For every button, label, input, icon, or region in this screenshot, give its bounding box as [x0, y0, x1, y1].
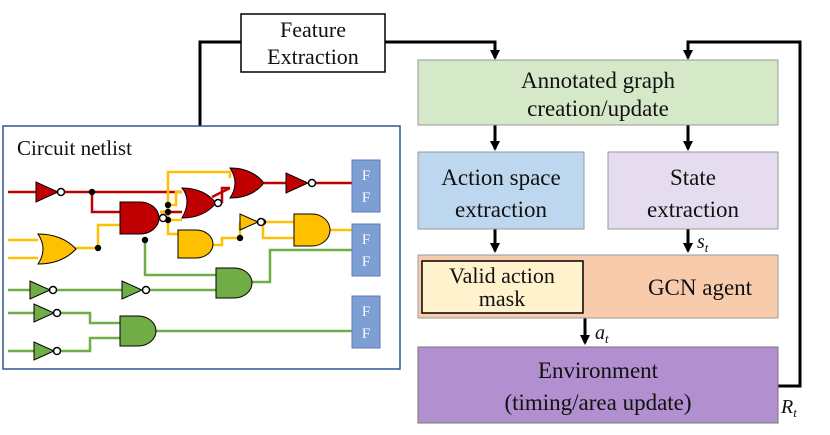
red-inverter-icon — [285, 172, 317, 194]
green-wires — [8, 240, 352, 353]
red-nand-gate-icon — [119, 201, 168, 235]
green-and-gate-icon — [215, 267, 253, 299]
gcn-agent-label: GCN agent — [648, 275, 753, 300]
feature-extraction-line2: Extraction — [267, 44, 359, 69]
environment-box: Environment (timing/area update) — [417, 346, 779, 424]
action-space-line2: extraction — [455, 197, 547, 222]
feature-extraction-line1: Feature — [280, 17, 346, 42]
gcn-agent-box: Valid action mask GCN agent — [417, 254, 779, 319]
action-space-line1: Action space — [441, 165, 560, 190]
svg-text:F: F — [362, 232, 370, 248]
valid-action-mask-box — [421, 260, 584, 314]
flip-flop-1: F F — [351, 159, 381, 213]
feature-extraction-box: Feature Extraction — [240, 13, 386, 73]
annotated-graph-box: Annotated graph creation/update — [417, 59, 779, 126]
green-inverter-icon — [33, 341, 62, 361]
green-and-gate-icon — [119, 315, 157, 347]
action-signal-label: at — [595, 322, 609, 346]
annotated-graph-line2: creation/update — [527, 96, 669, 121]
svg-text:F: F — [362, 190, 370, 206]
yellow-and-gate-icon — [293, 213, 331, 247]
yellow-wires — [8, 170, 352, 260]
annotated-graph-line1: Annotated graph — [521, 68, 675, 93]
state-extraction-box: State extraction — [607, 151, 779, 230]
svg-text:F: F — [362, 168, 370, 184]
connectors — [198, 40, 802, 388]
flip-flop-3: F F — [351, 295, 381, 349]
feature-to-graph-arrow — [385, 40, 500, 60]
action-space-box: Action space extraction — [417, 151, 585, 230]
yellow-or-gate-icon — [37, 233, 77, 265]
yellow-and-gate-icon — [177, 229, 214, 259]
reward-signal-label: Rt — [780, 396, 797, 420]
green-inverter-icon — [29, 280, 58, 300]
yellow-buffer-icon — [239, 213, 266, 231]
flip-flop-2: F F — [351, 223, 381, 277]
state-signal-label: st — [697, 231, 709, 255]
state-extraction-line1: State — [670, 165, 716, 190]
environment-line2: (timing/area update) — [504, 390, 691, 415]
valid-action-mask-line2: mask — [479, 286, 525, 311]
svg-text:F: F — [362, 304, 370, 320]
circuit-netlist-title: Circuit netlist — [17, 136, 132, 160]
svg-text:F: F — [362, 254, 370, 270]
valid-action-mask-line1: Valid action — [449, 263, 555, 288]
green-inverter-icon — [33, 303, 62, 323]
circuit-netlist-panel: Circuit netlist — [2, 125, 401, 370]
environment-line1: Environment — [538, 358, 659, 383]
netlist-to-feature-line — [198, 40, 241, 126]
svg-text:F: F — [362, 326, 370, 342]
junction-dots — [88, 188, 267, 252]
red-inverter-icon — [35, 181, 66, 203]
reward-feedback-arrow — [683, 40, 802, 388]
green-inverter-icon — [121, 280, 151, 300]
state-extraction-line2: extraction — [647, 197, 739, 222]
red-or-gate-icon — [180, 187, 223, 219]
red-or-gate-icon — [229, 167, 265, 199]
